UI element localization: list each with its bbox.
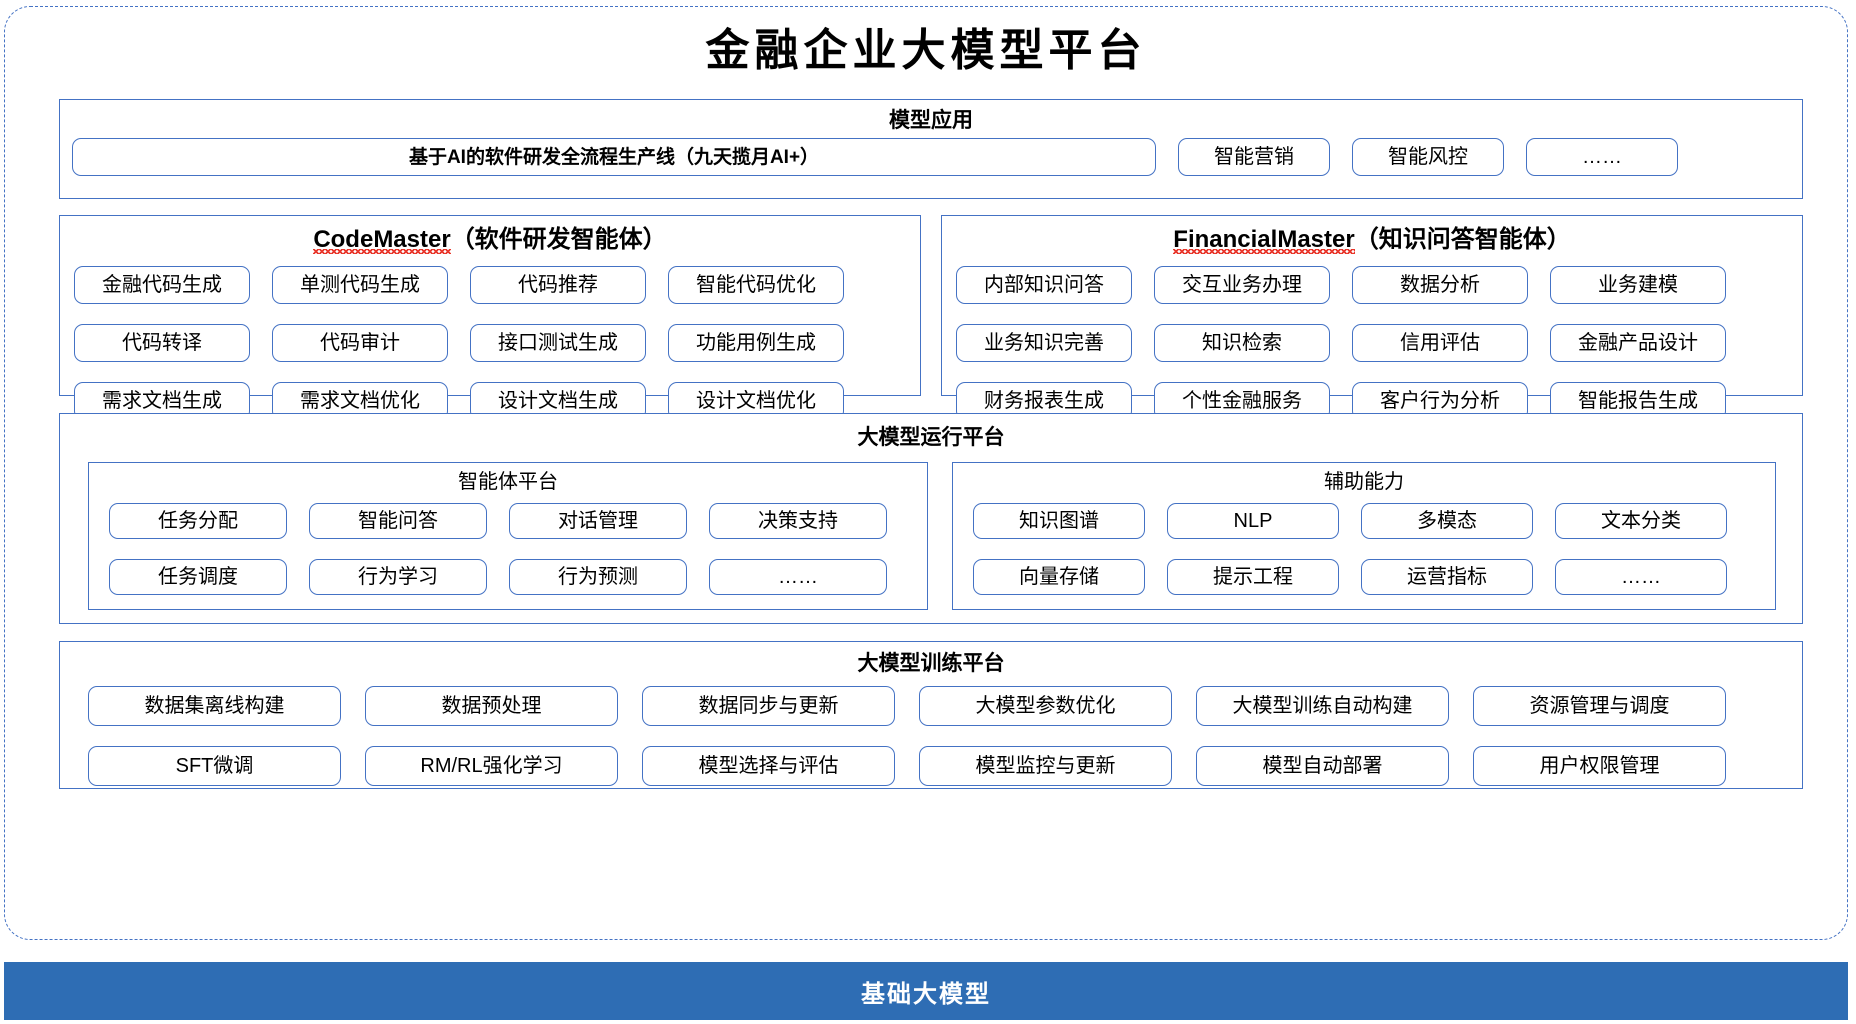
- chip-financial-product-design[interactable]: 金融产品设计: [1550, 324, 1726, 362]
- chip-task-allocation[interactable]: 任务分配: [109, 503, 287, 539]
- train-platform-row-1: 数据集离线构建 数据预处理 数据同步与更新 大模型参数优化 大模型训练自动构建 …: [88, 686, 1726, 726]
- chip-model-select-eval[interactable]: 模型选择与评估: [642, 746, 895, 786]
- section-title-run-platform: 大模型运行平台: [857, 426, 1005, 449]
- chip-dataset-offline-build[interactable]: 数据集离线构建: [88, 686, 341, 726]
- financial-master-row-1: 内部知识问答 交互业务办理 数据分析 业务建模: [956, 266, 1726, 304]
- chip-nlp[interactable]: NLP: [1167, 503, 1339, 539]
- chip-data-preprocessing[interactable]: 数据预处理: [365, 686, 618, 726]
- chip-operation-metrics[interactable]: 运营指标: [1361, 559, 1533, 595]
- chip-agent-platform-more[interactable]: ……: [709, 559, 887, 595]
- page-title: 金融企业大模型平台: [705, 25, 1147, 76]
- chip-dialog-management[interactable]: 对话管理: [509, 503, 687, 539]
- chip-ai-pipeline[interactable]: 基于AI的软件研发全流程生产线（九天揽月AI+）: [72, 138, 1156, 176]
- chip-model-monitor-update[interactable]: 模型监控与更新: [919, 746, 1172, 786]
- chip-prompt-engineering[interactable]: 提示工程: [1167, 559, 1339, 595]
- footer-base-model-bar: 基础大模型: [4, 962, 1848, 1020]
- agent-platform-row-2: 任务调度 行为学习 行为预测 ……: [109, 559, 887, 595]
- chip-behavior-prediction[interactable]: 行为预测: [509, 559, 687, 595]
- section-run-platform: 大模型运行平台 智能体平台 任务分配 智能问答 对话管理 决策支持 任务调度 行…: [59, 413, 1803, 624]
- chip-support-capability-more[interactable]: ……: [1555, 559, 1727, 595]
- model-application-chip-row: 基于AI的软件研发全流程生产线（九天揽月AI+） 智能营销 智能风控 ……: [72, 138, 1678, 176]
- support-capability-row-1: 知识图谱 NLP 多模态 文本分类: [973, 503, 1727, 539]
- section-title-code-master: CodeMaster（软件研发智能体）: [60, 226, 920, 254]
- chip-code-recommend[interactable]: 代码推荐: [470, 266, 646, 304]
- financial-master-suffix: （知识问答智能体）: [1354, 226, 1571, 253]
- chip-user-permission-management[interactable]: 用户权限管理: [1473, 746, 1726, 786]
- chip-credit-assessment[interactable]: 信用评估: [1352, 324, 1528, 362]
- chip-business-modeling[interactable]: 业务建模: [1550, 266, 1726, 304]
- chip-internal-knowledge-qa[interactable]: 内部知识问答: [956, 266, 1132, 304]
- chip-task-scheduling[interactable]: 任务调度: [109, 559, 287, 595]
- chip-decision-support[interactable]: 决策支持: [709, 503, 887, 539]
- code-master-row-2: 代码转译 代码审计 接口测试生成 功能用例生成: [74, 324, 844, 362]
- subsection-title-support-capability: 辅助能力: [1324, 471, 1404, 493]
- diagram-outer-frame: 金融企业大模型平台 模型应用 基于AI的软件研发全流程生产线（九天揽月AI+） …: [4, 6, 1848, 940]
- section-financial-master: FinancialMaster（知识问答智能体） 内部知识问答 交互业务办理 数…: [941, 215, 1803, 420]
- financial-master-name: FinancialMaster: [1173, 226, 1355, 254]
- chip-knowledge-graph[interactable]: 知识图谱: [973, 503, 1145, 539]
- subsection-title-agent-platform: 智能体平台: [458, 471, 558, 493]
- chip-resource-management[interactable]: 资源管理与调度: [1473, 686, 1726, 726]
- section-code-master: CodeMaster（软件研发智能体） 金融代码生成 单测代码生成 代码推荐 智…: [59, 215, 921, 420]
- chip-text-classification[interactable]: 文本分类: [1555, 503, 1727, 539]
- code-master-row-1: 金融代码生成 单测代码生成 代码推荐 智能代码优化: [74, 266, 844, 304]
- section-title-train-platform: 大模型训练平台: [857, 652, 1005, 675]
- section-model-application: 模型应用 基于AI的软件研发全流程生产线（九天揽月AI+） 智能营销 智能风控 …: [59, 99, 1803, 199]
- chip-smart-code-optimize[interactable]: 智能代码优化: [668, 266, 844, 304]
- financial-master-row-2: 业务知识完善 知识检索 信用评估 金融产品设计: [956, 324, 1726, 362]
- chip-knowledge-retrieval[interactable]: 知识检索: [1154, 324, 1330, 362]
- section-title-model-application: 模型应用: [889, 109, 973, 132]
- support-capability-row-2: 向量存储 提示工程 运营指标 ……: [973, 559, 1727, 595]
- chip-business-knowledge-improve[interactable]: 业务知识完善: [956, 324, 1132, 362]
- chip-smart-marketing[interactable]: 智能营销: [1178, 138, 1330, 176]
- chip-unit-test-code-gen[interactable]: 单测代码生成: [272, 266, 448, 304]
- chip-finance-code-gen[interactable]: 金融代码生成: [74, 266, 250, 304]
- chip-interactive-business[interactable]: 交互业务办理: [1154, 266, 1330, 304]
- code-master-suffix: （软件研发智能体）: [450, 226, 667, 253]
- chip-training-auto-build[interactable]: 大模型训练自动构建: [1196, 686, 1449, 726]
- subsection-agent-platform: 智能体平台 任务分配 智能问答 对话管理 决策支持 任务调度 行为学习 行为预测…: [88, 462, 928, 610]
- subsection-support-capability: 辅助能力 知识图谱 NLP 多模态 文本分类 向量存储 提示工程 运营指标 ……: [952, 462, 1776, 610]
- chip-feature-case-gen[interactable]: 功能用例生成: [668, 324, 844, 362]
- agent-platform-row-1: 任务分配 智能问答 对话管理 决策支持: [109, 503, 887, 539]
- chip-more-applications[interactable]: ……: [1526, 138, 1678, 176]
- code-master-name: CodeMaster: [313, 226, 451, 254]
- chip-code-translate[interactable]: 代码转译: [74, 324, 250, 362]
- chip-code-audit[interactable]: 代码审计: [272, 324, 448, 362]
- chip-api-test-gen[interactable]: 接口测试生成: [470, 324, 646, 362]
- footer-label: 基础大模型: [861, 980, 991, 1008]
- train-platform-row-2: SFT微调 RM/RL强化学习 模型选择与评估 模型监控与更新 模型自动部署 用…: [88, 746, 1726, 786]
- chip-vector-store[interactable]: 向量存储: [973, 559, 1145, 595]
- chip-model-param-optimize[interactable]: 大模型参数优化: [919, 686, 1172, 726]
- chip-sft-finetune[interactable]: SFT微调: [88, 746, 341, 786]
- section-train-platform: 大模型训练平台 数据集离线构建 数据预处理 数据同步与更新 大模型参数优化 大模…: [59, 641, 1803, 789]
- chip-smart-risk-control[interactable]: 智能风控: [1352, 138, 1504, 176]
- chip-data-analysis[interactable]: 数据分析: [1352, 266, 1528, 304]
- chip-rm-rl-learning[interactable]: RM/RL强化学习: [365, 746, 618, 786]
- section-title-financial-master: FinancialMaster（知识问答智能体）: [942, 226, 1802, 254]
- chip-behavior-learning[interactable]: 行为学习: [309, 559, 487, 595]
- chip-smart-qa[interactable]: 智能问答: [309, 503, 487, 539]
- chip-multimodal[interactable]: 多模态: [1361, 503, 1533, 539]
- chip-data-sync-update[interactable]: 数据同步与更新: [642, 686, 895, 726]
- chip-model-auto-deploy[interactable]: 模型自动部署: [1196, 746, 1449, 786]
